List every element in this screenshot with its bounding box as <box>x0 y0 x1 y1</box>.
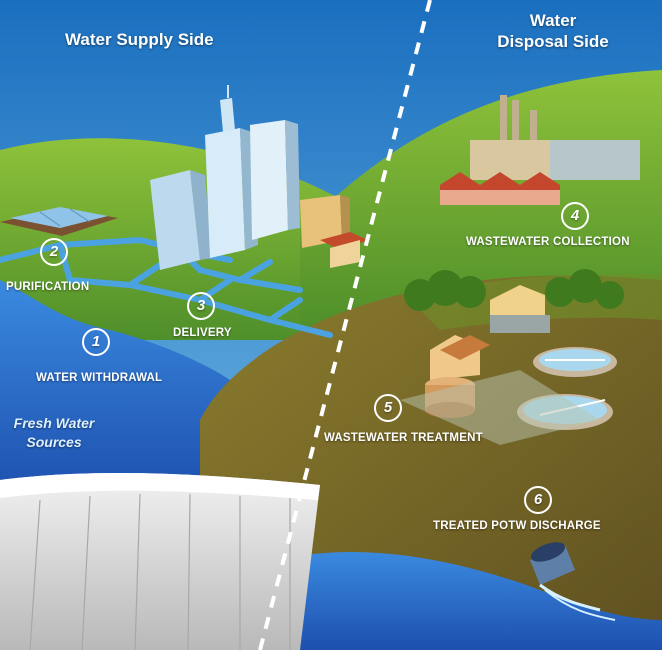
fresh-water-line2: Sources <box>26 434 82 450</box>
step-6-number: 6 <box>524 486 552 514</box>
step-4-label: WASTEWATER COLLECTION <box>466 236 630 248</box>
wastewater-collection-plant <box>440 95 640 205</box>
trees <box>404 269 624 311</box>
step-1-label: WATER WITHDRAWAL <box>36 372 163 384</box>
fresh-water-sources-label: Fresh Water Sources <box>2 414 106 452</box>
step-5-number: 5 <box>374 394 402 422</box>
supply-side-title: Water Supply Side <box>65 30 214 49</box>
disposal-side-title: Water Disposal Side <box>488 10 618 52</box>
fresh-water-lake <box>0 280 241 500</box>
step-2-label: PURIFICATION <box>6 281 90 293</box>
step-2-number: 2 <box>40 238 68 266</box>
discharge-water <box>250 551 662 650</box>
supply-disposal-divider <box>258 0 432 650</box>
city-buildings <box>150 85 368 270</box>
discharge-pipe <box>530 542 616 621</box>
purification-plant <box>0 207 118 236</box>
dam <box>0 473 320 650</box>
step-3-number: 3 <box>187 292 215 320</box>
disposal-title-line2: Disposal Side <box>497 32 609 51</box>
fresh-water-line1: Fresh Water <box>13 415 95 431</box>
step-5-label: WASTEWATER TREATMENT <box>324 432 483 444</box>
step-6-label: TREATED POTW DISCHARGE <box>433 520 601 532</box>
disposal-title-line1: Water <box>529 11 577 30</box>
step-3-label: DELIVERY <box>173 327 232 339</box>
step-1-number: 1 <box>82 328 110 356</box>
step-4-number: 4 <box>561 202 589 230</box>
